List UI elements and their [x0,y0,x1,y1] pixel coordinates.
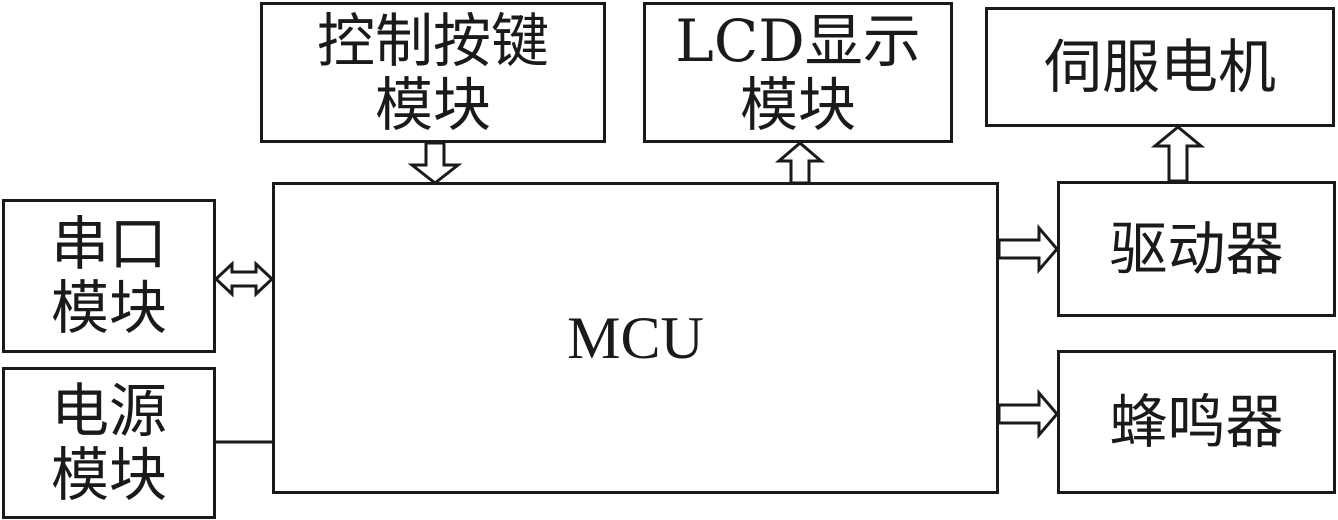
power-module-label: 电源 模块 [50,377,167,509]
power-module-block: 电源 模块 [2,367,216,519]
buzzer-block: 蜂鸣器 [1057,350,1336,494]
mcu-block: MCU [272,182,999,494]
lcd-display-module-block: LCD显示 模块 [643,2,953,143]
mcu-to-buzzer-arrow [997,388,1059,440]
driver-label: 驱动器 [1109,215,1284,283]
mcu-to-lcd-arrow [774,141,826,185]
control-keys-to-mcu-arrow [407,141,463,185]
lcd-display-module-label: LCD显示 模块 [675,6,921,139]
control-keys-module-block: 控制按键 模块 [260,2,606,143]
buzzer-label: 蜂鸣器 [1109,388,1284,456]
servo-motor-label: 伺服电机 [1043,33,1276,101]
mcu-label: MCU [567,305,704,371]
serial-module-label: 串口 模块 [50,210,167,342]
mcu-to-driver-arrow [997,223,1059,275]
driver-to-servo-arrow [1150,125,1206,183]
serial-mcu-bidirectional-arrow [213,260,275,298]
servo-motor-block: 伺服电机 [985,7,1335,127]
serial-module-block: 串口 模块 [2,199,216,353]
control-keys-module-label: 控制按键 模块 [316,6,549,139]
